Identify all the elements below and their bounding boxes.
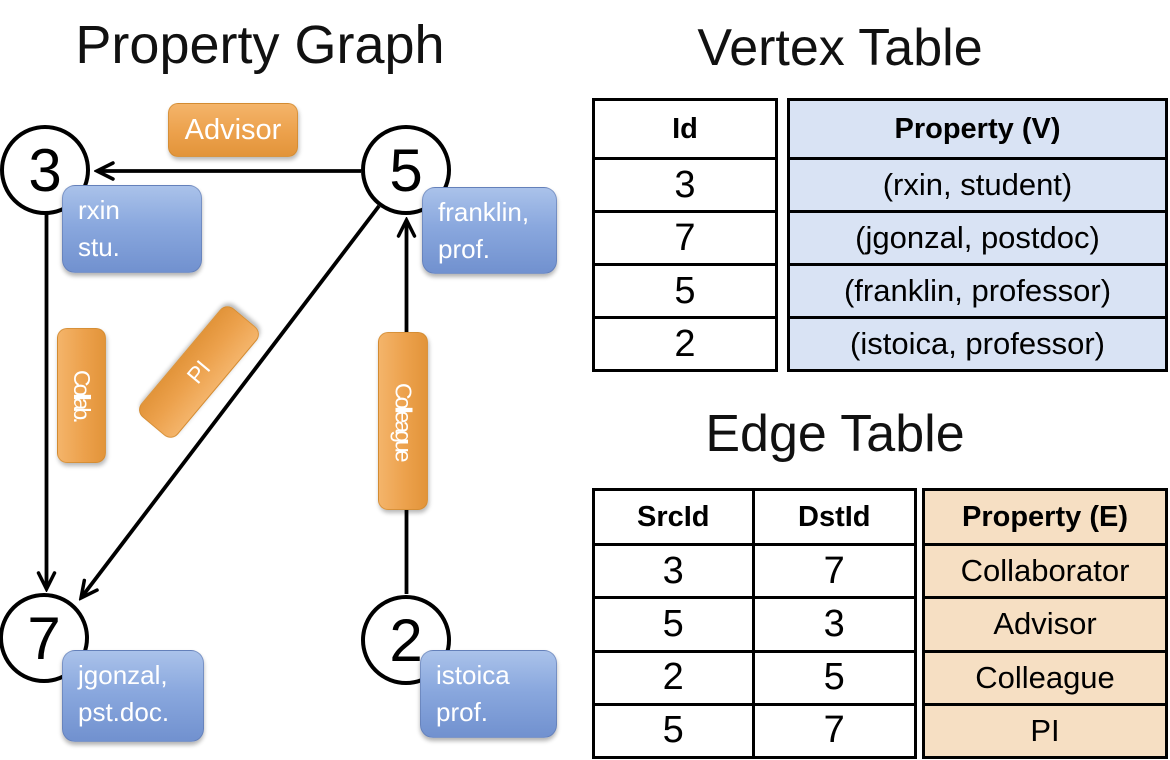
- edge-srcid-cell: 5: [595, 702, 755, 756]
- vertex-property-cell: (franklin, professor): [790, 263, 1165, 316]
- edge-srcid-cell: 2: [595, 649, 755, 703]
- node-5-id: 5: [389, 136, 423, 204]
- vertex-id-cell: 5: [595, 263, 775, 316]
- edge-srcid-cell: 5: [595, 596, 755, 650]
- edge-property-header: Property (E): [925, 491, 1165, 543]
- node-5-property-line2: prof.: [438, 234, 491, 264]
- vertex-id-cell: 3: [595, 157, 775, 210]
- node-7-property-line2: pst.doc.: [78, 697, 170, 727]
- edge-dstid-cell: 7: [754, 543, 914, 596]
- edge-label-colleague: Colleague: [378, 332, 428, 510]
- vertex-id-cell: 7: [595, 210, 775, 263]
- vertex-table-id-column: Id 3 7 5 2: [592, 98, 778, 372]
- vertex-property-cell: (rxin, student): [790, 157, 1165, 210]
- vertex-property-cell: (istoica, professor): [790, 316, 1165, 369]
- edge-dstid-cell: 5: [754, 649, 914, 703]
- node-3-id: 3: [28, 136, 62, 204]
- vertex-property-header: Property (V): [790, 101, 1165, 157]
- vertex-table-title: Vertex Table: [697, 19, 983, 77]
- property-graph-pane: Property Graph 3 5 7 2 rxin stu. frankli…: [0, 0, 580, 760]
- edge-dstid-cell: 3: [754, 596, 914, 649]
- node-7-property-line1: jgonzal,: [78, 660, 168, 690]
- edge-label-advisor: Advisor: [168, 103, 298, 157]
- node-5-property-line1: franklin,: [438, 197, 530, 227]
- vertex-table-property-column: Property (V) (rxin, student) (jgonzal, p…: [787, 98, 1168, 372]
- edge-property-cell: Advisor: [925, 596, 1165, 650]
- edge-table-title: Edge Table: [705, 405, 965, 463]
- vertex-id-header: Id: [672, 112, 698, 145]
- graph-node-5: 5: [361, 125, 451, 215]
- node-3-property-box: rxin stu.: [62, 185, 202, 273]
- vertex-id-cell: 2: [595, 316, 775, 369]
- node-3-property-line1: rxin: [78, 195, 120, 225]
- node-2-property-box: istoica prof.: [420, 650, 557, 738]
- vertex-property-cell: (jgonzal, postdoc): [790, 210, 1165, 263]
- node-2-property-line1: istoica: [436, 660, 510, 690]
- node-2-id: 2: [389, 606, 423, 674]
- edge-label-collab: Collab.: [57, 328, 106, 463]
- edge-property-cell: Collaborator: [925, 543, 1165, 597]
- edge-property-cell: PI: [925, 702, 1165, 756]
- node-3-property-line2: stu.: [78, 232, 120, 262]
- edge-srcid-header: SrcId: [595, 491, 755, 543]
- edge-table-property-column: Property (E) Collaborator Advisor Collea…: [922, 488, 1168, 759]
- edge-property-cell: Colleague: [925, 649, 1165, 703]
- edge-table-id-columns: SrcId DstId 3 7 5 3 2 5 5 7: [592, 488, 917, 759]
- node-5-property-box: franklin, prof.: [422, 187, 557, 274]
- graph-node-2: 2: [361, 595, 451, 685]
- edge-dstid-cell: 7: [754, 702, 914, 756]
- node-7-id: 7: [27, 604, 61, 672]
- edge-srcid-cell: 3: [595, 543, 755, 597]
- edge-pi-5-to-7: [81, 204, 381, 598]
- node-2-property-line2: prof.: [436, 697, 489, 727]
- edge-dstid-header: DstId: [798, 500, 871, 533]
- property-graph-title: Property Graph: [75, 15, 445, 75]
- node-7-property-box: jgonzal, pst.doc.: [62, 650, 204, 742]
